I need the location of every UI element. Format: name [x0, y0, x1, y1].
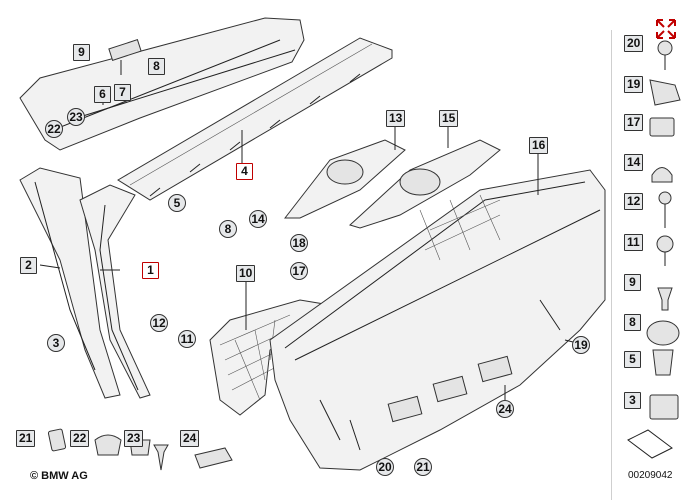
- callout-19[interactable]: 19: [572, 336, 590, 354]
- callout-24[interactable]: 24: [496, 400, 514, 418]
- callout-18[interactable]: 18: [290, 234, 308, 252]
- legend-22[interactable]: 22: [70, 430, 90, 447]
- callout-22[interactable]: 22: [45, 120, 63, 138]
- callout-11[interactable]: 11: [178, 330, 196, 348]
- callout-23[interactable]: 23: [67, 108, 85, 126]
- callout-8-mid[interactable]: 8: [219, 220, 237, 238]
- side-legend-19[interactable]: 19: [624, 76, 644, 93]
- side-legend-3[interactable]: 3: [624, 392, 641, 409]
- callout-17[interactable]: 17: [290, 262, 308, 280]
- legend-21[interactable]: 21: [16, 430, 36, 447]
- expand-arrows-icon[interactable]: [655, 18, 677, 40]
- callout-12[interactable]: 12: [150, 314, 168, 332]
- callout-4[interactable]: 4: [236, 163, 253, 180]
- side-legend-12[interactable]: 12: [624, 193, 644, 210]
- side-legend-5[interactable]: 5: [624, 351, 641, 368]
- copyright-text: © BMW AG: [30, 470, 88, 482]
- part-2-pillar-trim[interactable]: [19, 167, 121, 399]
- callout-21[interactable]: 21: [414, 458, 432, 476]
- callout-20[interactable]: 20: [376, 458, 394, 476]
- callout-5[interactable]: 5: [168, 194, 186, 212]
- side-legend-9[interactable]: 9: [624, 274, 641, 291]
- callout-7[interactable]: 7: [114, 84, 131, 101]
- callout-10[interactable]: 10: [236, 265, 256, 282]
- callout-8-top[interactable]: 8: [148, 58, 165, 75]
- bottom-small-parts: [47, 428, 233, 471]
- callout-9[interactable]: 9: [73, 44, 90, 61]
- callout-3[interactable]: 3: [47, 334, 65, 352]
- part-1-pillar-trim[interactable]: [79, 184, 151, 399]
- callout-6[interactable]: 6: [94, 86, 111, 103]
- callout-2[interactable]: 2: [20, 257, 37, 274]
- side-legend-8[interactable]: 8: [624, 314, 641, 331]
- side-legend-20[interactable]: 20: [624, 35, 644, 52]
- callout-13[interactable]: 13: [386, 110, 406, 127]
- right-column-separator: [611, 30, 612, 500]
- side-legend-11[interactable]: 11: [624, 234, 643, 251]
- side-fastener-icons: [627, 40, 681, 459]
- side-legend-17[interactable]: 17: [624, 114, 644, 131]
- legend-24[interactable]: 24: [180, 430, 200, 447]
- part-4-rail[interactable]: [117, 37, 393, 201]
- callout-15[interactable]: 15: [439, 110, 459, 127]
- diagram-part-number: 00209042: [628, 470, 673, 481]
- legend-23[interactable]: 23: [124, 430, 144, 447]
- side-legend-14[interactable]: 14: [624, 154, 644, 171]
- part-upper-trim-strip[interactable]: [19, 17, 305, 151]
- callout-14[interactable]: 14: [249, 210, 267, 228]
- callout-16[interactable]: 16: [529, 137, 549, 154]
- part-24-tailgate-trim[interactable]: [269, 169, 606, 471]
- callout-1[interactable]: 1: [142, 262, 159, 279]
- part-13-15-handle[interactable]: [283, 139, 501, 229]
